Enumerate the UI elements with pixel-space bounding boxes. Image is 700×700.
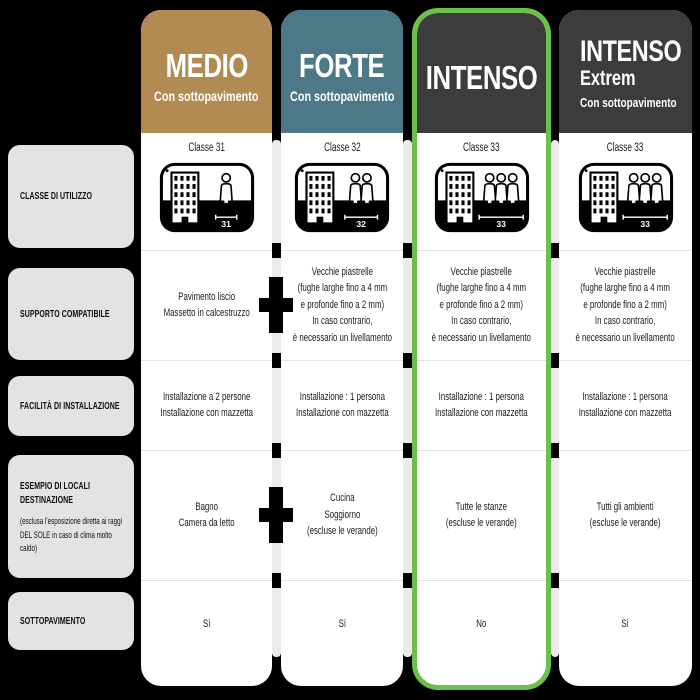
classe-usage-icon: 32 xyxy=(294,163,390,233)
column-header-intenso: INTENSO xyxy=(417,13,546,133)
cell-supporto: Vecchie piastrelle (fughe larghe fino a … xyxy=(575,265,676,344)
column-subtitle: Con sottopavimento xyxy=(154,89,259,105)
column-gap xyxy=(403,140,412,657)
plus-icon xyxy=(259,277,293,333)
cell-supporto: Pavimento liscio Massetto in calcestruzz… xyxy=(163,290,250,320)
column-header-medio: MEDIO Con sottopavimento xyxy=(141,10,272,133)
row-label-title: SUPPORTO COMPATIBILE xyxy=(20,307,110,320)
row-label-supporto-compatibile: SUPPORTO COMPATIBILE xyxy=(8,268,134,360)
cell-sottopavimento: Sì xyxy=(202,618,211,630)
row-label-facilita-installazione: FACILITÀ DI INSTALLAZIONE xyxy=(8,376,134,436)
column-forte: FORTE Con sottopavimento Classe 32 32 Ve… xyxy=(281,10,403,686)
classe-label: Classe 31 xyxy=(188,142,225,154)
row-label-title: CLASSE DI UTILIZZO xyxy=(20,190,93,203)
cell-supporto: Vecchie piastrelle (fughe larghe fino a … xyxy=(431,265,532,344)
column-header-forte: FORTE Con sottopavimento xyxy=(281,10,403,133)
column-subtitle: Con sottopavimento xyxy=(580,96,677,111)
column-intenso: INTENSO Classe 33 33 Vecchie piastrelle … xyxy=(417,13,546,685)
column-title: INTENSO xyxy=(580,34,682,68)
column-title: FORTE xyxy=(299,46,385,84)
svg-text:31: 31 xyxy=(221,219,231,229)
column-title: MEDIO xyxy=(165,46,248,84)
cell-classe: Classe 33 33 xyxy=(417,133,546,250)
svg-text:32: 32 xyxy=(356,219,366,229)
row-label-note: (esclusa l'esposizione diretta ai raggi … xyxy=(20,515,122,553)
classe-usage-icon: 33 xyxy=(434,163,529,233)
cell-installazione: Installazione : 1 persona Installazione … xyxy=(295,390,389,420)
column-intenso-extrem: INTENSO Extrem Con sottopavimento Classe… xyxy=(559,10,692,686)
classe-label: Classe 33 xyxy=(607,142,644,154)
row-label-sottopavimento: SOTTOPAVIMENTO xyxy=(8,592,134,650)
cell-locali: Bagno Camera da letto xyxy=(178,500,235,530)
column-medio: MEDIO Con sottopavimento Classe 31 31 Pa… xyxy=(141,10,272,686)
cell-sottopavimento: Sì xyxy=(338,618,346,630)
cell-classe: Classe 31 31 xyxy=(141,133,272,250)
column-variant: Extrem xyxy=(580,67,636,91)
svg-text:33: 33 xyxy=(640,219,650,229)
column-subtitle: Con sottopavimento xyxy=(289,89,395,105)
cell-supporto: Vecchie piastrelle (fughe larghe fino a … xyxy=(292,265,392,344)
cell-sottopavimento: Sì xyxy=(621,618,630,630)
column-gap xyxy=(551,140,559,657)
cell-sottopavimento: No xyxy=(476,618,487,630)
plus-icon xyxy=(259,487,293,543)
column-header-intenso-extrem: INTENSO Extrem Con sottopavimento xyxy=(559,10,692,133)
column-gap xyxy=(272,140,281,657)
classe-label: Classe 33 xyxy=(463,142,500,154)
classe-label: Classe 32 xyxy=(323,142,361,154)
column-title: INTENSO xyxy=(425,59,538,97)
svg-text:33: 33 xyxy=(496,219,506,229)
highlight-border: INTENSO Classe 33 33 Vecchie piastrelle … xyxy=(412,8,551,690)
classe-usage-icon: 31 xyxy=(159,163,254,233)
cell-classe: Classe 32 32 xyxy=(281,133,403,250)
cell-locali: Tutte le stanze (escluse le verande) xyxy=(446,500,517,530)
cell-locali: Cucina Soggiorno (escluse le verande) xyxy=(306,492,378,538)
cell-locali: Tutti gli ambienti (escluse le verande) xyxy=(590,500,661,530)
row-label-title: FACILITÀ DI INSTALLAZIONE xyxy=(20,399,120,412)
cell-classe: Classe 33 33 xyxy=(559,133,692,250)
row-label-title: ESEMPIO DI LOCALI DESTINAZIONE xyxy=(20,480,91,507)
row-label-esempio-locali: ESEMPIO DI LOCALI DESTINAZIONE (esclusa … xyxy=(8,455,134,578)
cell-installazione: Installazione : 1 persona Installazione … xyxy=(435,390,528,420)
cell-installazione: Installazione : 1 persona Installazione … xyxy=(579,390,672,420)
row-label-title: SOTTOPAVIMENTO xyxy=(20,614,86,627)
cell-installazione: Installazione a 2 persone Installazione … xyxy=(160,390,253,420)
row-label-classe-di-utilizzo: CLASSE DI UTILIZZO xyxy=(8,145,134,248)
classe-usage-icon: 33 xyxy=(578,163,673,233)
